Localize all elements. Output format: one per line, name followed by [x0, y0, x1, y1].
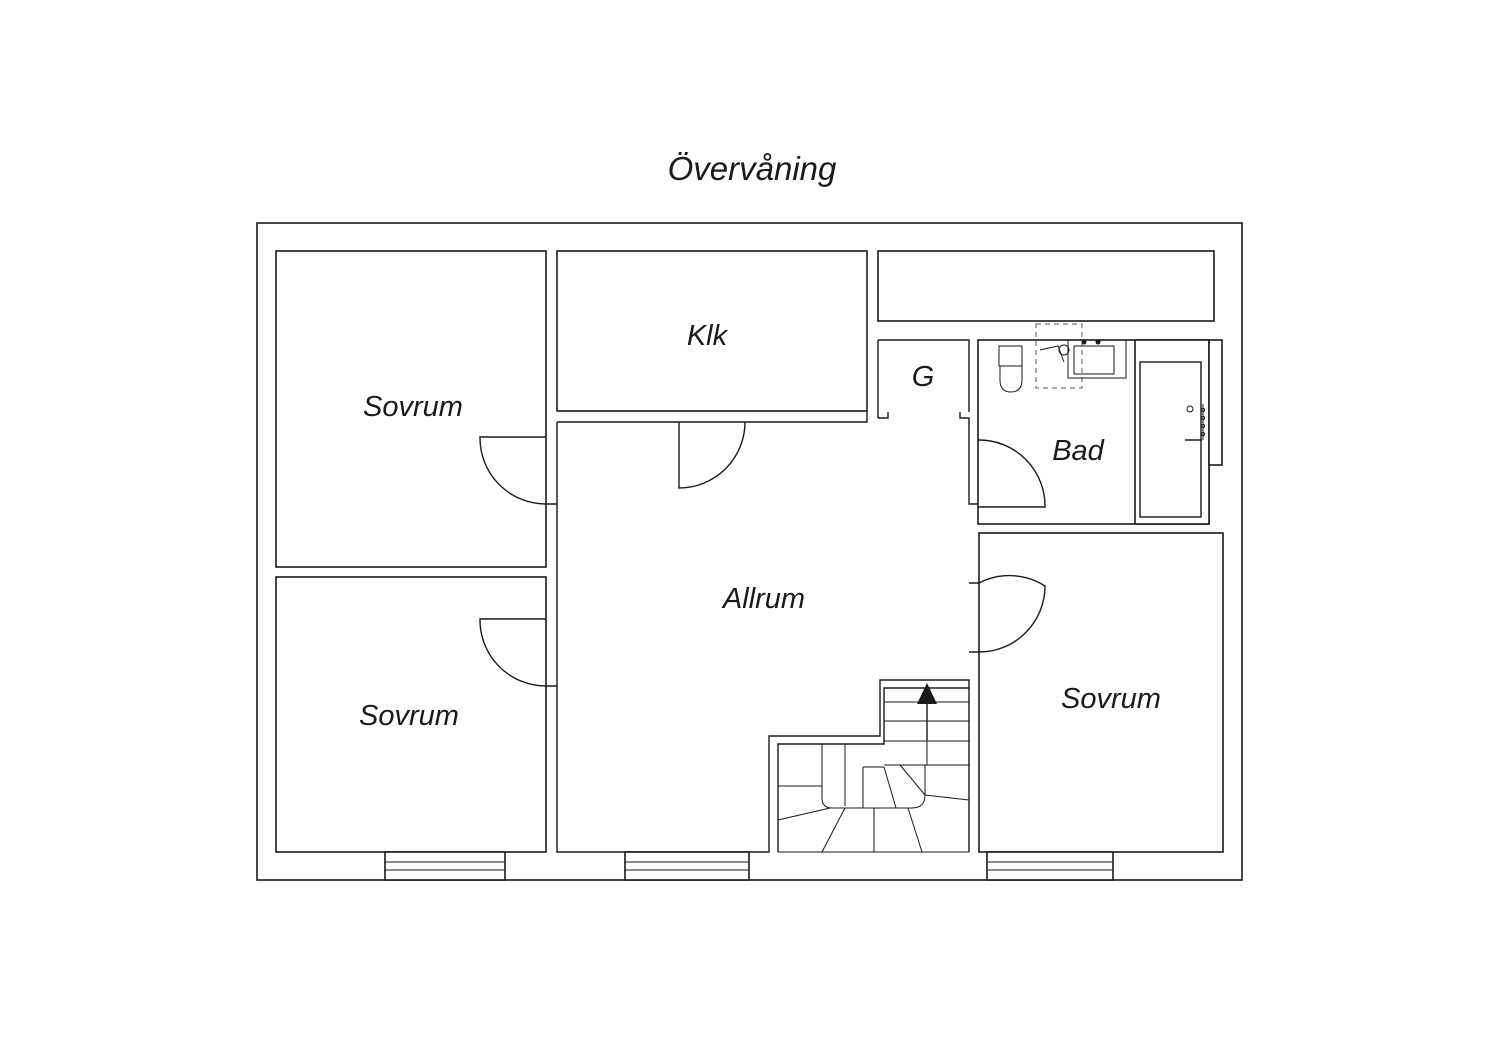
room-storage-strip [877, 250, 1215, 322]
window-middle [624, 851, 750, 881]
room-bedroom-bottom-left [275, 576, 547, 853]
door-bedroom-right [969, 574, 1046, 653]
room-wardrobe [878, 412, 970, 437]
label-bedroom-bottom-left: Sovrum [359, 700, 459, 732]
label-bedroom-top-left: Sovrum [363, 391, 463, 423]
bathtub-icon [1134, 339, 1223, 525]
staircase [777, 683, 970, 853]
toilet-icon [998, 345, 1023, 393]
label-living: Allrum [721, 583, 805, 615]
door-closet [678, 421, 746, 489]
sink-icon [1035, 323, 1127, 389]
room-bedroom-top-left [275, 250, 547, 568]
room-closet [556, 250, 868, 412]
label-wardrobe: G [912, 361, 935, 393]
window-left [384, 851, 506, 881]
label-bedroom-right: Sovrum [1061, 683, 1161, 715]
window-right [986, 851, 1114, 881]
stair-up-arrow-icon [917, 683, 937, 704]
room-bedroom-right [978, 532, 1224, 853]
room-living [556, 339, 978, 853]
door-bedroom-bottom-left [479, 618, 557, 687]
label-closet: Klk [687, 320, 729, 352]
label-bathroom: Bad [1052, 435, 1104, 467]
door-bathroom [977, 439, 1046, 508]
door-bedroom-top-left [479, 436, 557, 505]
floor-title: Övervåning [668, 150, 837, 187]
